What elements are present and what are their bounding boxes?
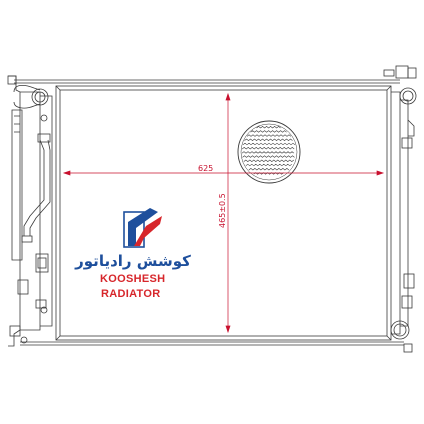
- fan-fin-row: [242, 147, 295, 150]
- brand-name-line1: KOOSHESH: [100, 273, 165, 285]
- radiator-core: [55, 85, 392, 341]
- fan-fin-row: [246, 134, 292, 137]
- fan-grille: [237, 120, 301, 184]
- fan-fin-row: [256, 126, 281, 129]
- width-dimension-label: 625: [198, 164, 213, 173]
- brand-name-persian: کوشش رادیاتور: [74, 252, 191, 270]
- brand-logo: کوشش رادیاتور KOOSHESH RADIATOR: [74, 208, 191, 300]
- fan-fin-row: [253, 172, 284, 175]
- fan-fin-row: [245, 163, 292, 167]
- fan-fin-row: [242, 142, 296, 146]
- fan-fin-row: [241, 151, 295, 154]
- right-tank: [383, 65, 417, 353]
- left-tank: [7, 75, 53, 347]
- fan-fin-row: [244, 138, 293, 141]
- logo-emblem-icon: [123, 208, 162, 248]
- fan-fin-row: [248, 168, 290, 171]
- brand-name-line2: RADIATOR: [101, 288, 160, 300]
- top-rail: [14, 79, 404, 346]
- dimension-lines: [62, 92, 385, 334]
- fan-fin-row: [243, 159, 294, 162]
- height-dimension-label: 465±0.5: [218, 193, 227, 228]
- fan-fin-row: [242, 155, 295, 158]
- left-inlet-pipe: [13, 84, 51, 243]
- fan-fin-row: [250, 130, 287, 133]
